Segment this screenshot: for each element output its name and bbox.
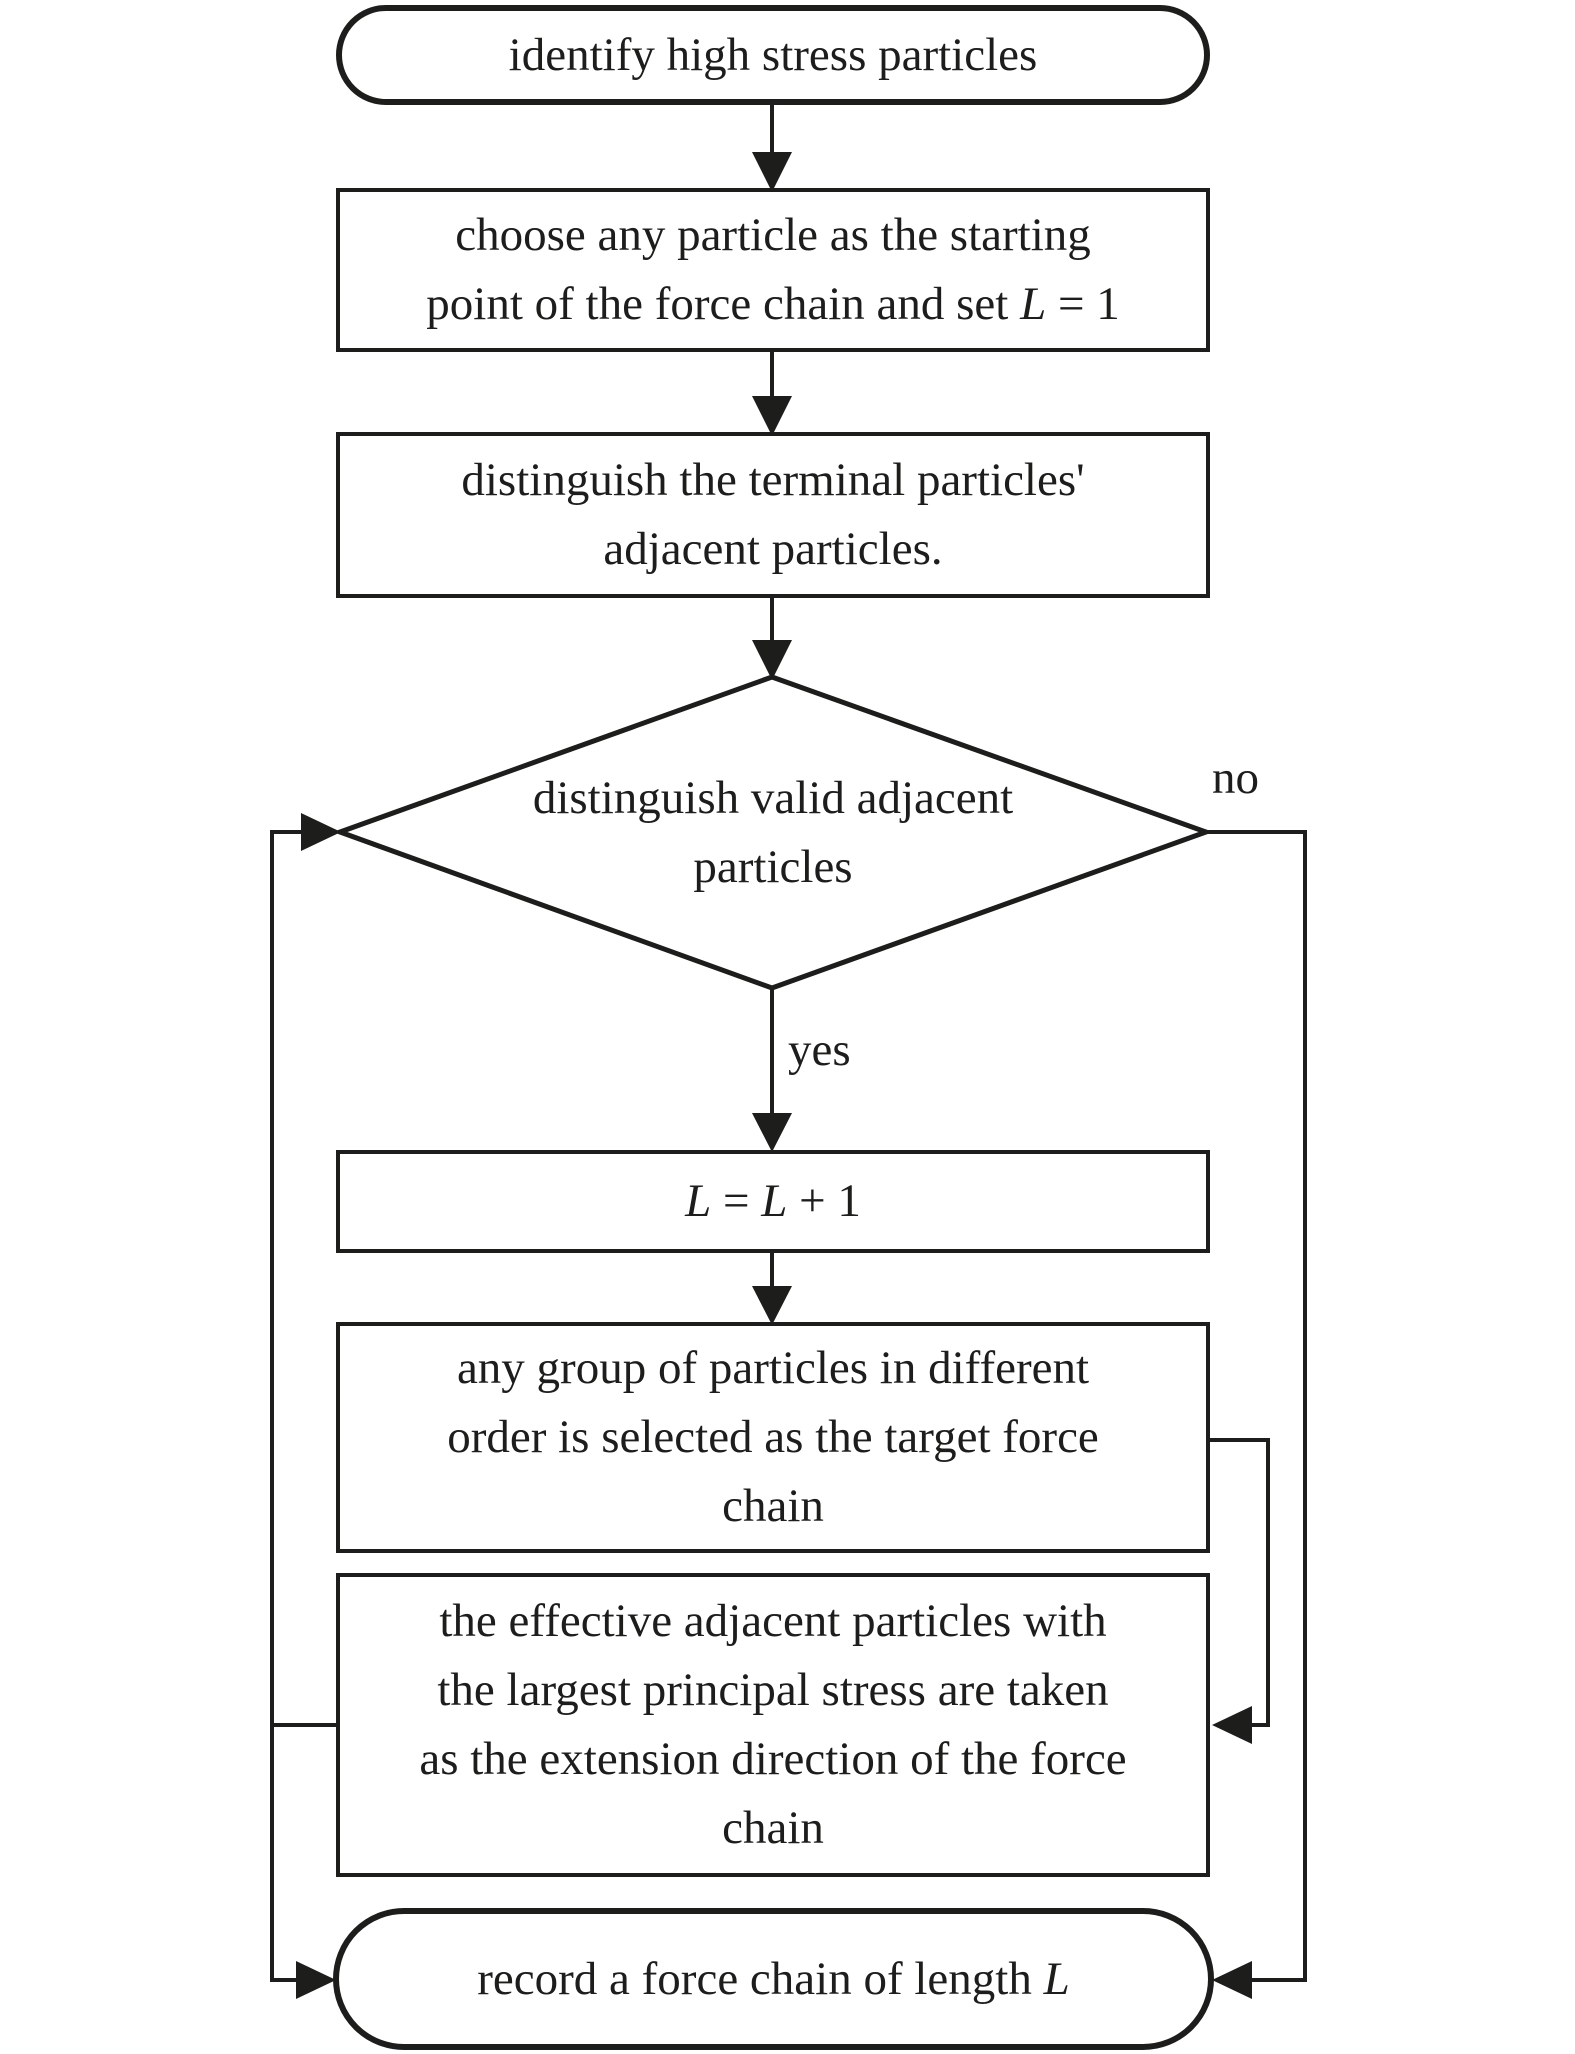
yes-branch-label: yes	[788, 1024, 851, 1076]
decision-line-1: distinguish valid adjacent	[532, 772, 1014, 824]
variable-L: L	[761, 1175, 788, 1227]
group-line-1: any group of particles in different	[456, 1342, 1090, 1394]
extension-direction-box: the effective adjacent particles with th…	[336, 1573, 1210, 1877]
choose-particle-box: choose any particle as the starting poin…	[336, 188, 1210, 352]
start-label: identify high stress particles	[508, 28, 1038, 81]
effective-line-2: the largest principal stress are taken	[437, 1664, 1109, 1716]
end-label: record a force chain of length L	[477, 1952, 1070, 2005]
arrowhead-into-choose-box	[752, 152, 792, 192]
terminal-line-1: distinguish the terminal particles'	[461, 454, 1085, 506]
right-no-rail	[1204, 830, 1307, 1982]
variable-L: L	[685, 1175, 712, 1227]
arrowhead-into-end-right	[1212, 1961, 1252, 1999]
effective-line-4: chain	[722, 1802, 824, 1854]
effective-line-1: the effective adjacent particles with	[439, 1595, 1107, 1647]
arrowhead-into-effective-right	[1212, 1706, 1252, 1744]
choose-line-2: point of the force chain and set L = 1	[426, 278, 1120, 330]
right-connector-group-to-effective	[1208, 1438, 1270, 1727]
variable-L: L	[1043, 1952, 1070, 2005]
group-line-2: order is selected as the target force	[447, 1411, 1099, 1463]
group-line-3: chain	[722, 1480, 824, 1532]
arrowhead-into-increment-box	[752, 1113, 792, 1152]
terminal-particles-box: distinguish the terminal particles' adja…	[336, 432, 1210, 598]
arrowhead-into-decision-left	[301, 813, 341, 851]
choose-line-1: choose any particle as the starting	[455, 209, 1091, 261]
end-terminator: record a force chain of length L	[333, 1908, 1214, 2050]
variable-L: L	[1020, 278, 1047, 330]
effective-line-3: as the extension direction of the force	[419, 1733, 1127, 1785]
decision-diamond	[332, 674, 1214, 991]
arrowhead-into-group-box	[752, 1286, 792, 1325]
left-loop-rail	[270, 830, 302, 1982]
terminal-line-2: adjacent particles.	[603, 523, 943, 575]
arrowhead-into-decision-top	[752, 640, 792, 680]
increment-length-box: L = L + 1	[336, 1150, 1210, 1253]
target-force-chain-box: any group of particles in different orde…	[336, 1322, 1210, 1553]
arrowhead-into-end-left	[296, 1961, 336, 1999]
start-terminator: identify high stress particles	[336, 5, 1210, 105]
decision-diamond-text: distinguish valid adjacent particles	[336, 690, 1210, 976]
arrowhead-into-terminal-box	[752, 396, 792, 436]
decision-line-2: particles	[693, 841, 853, 893]
no-branch-label: no	[1212, 752, 1259, 804]
increment-expression: L = L + 1	[685, 1175, 861, 1227]
